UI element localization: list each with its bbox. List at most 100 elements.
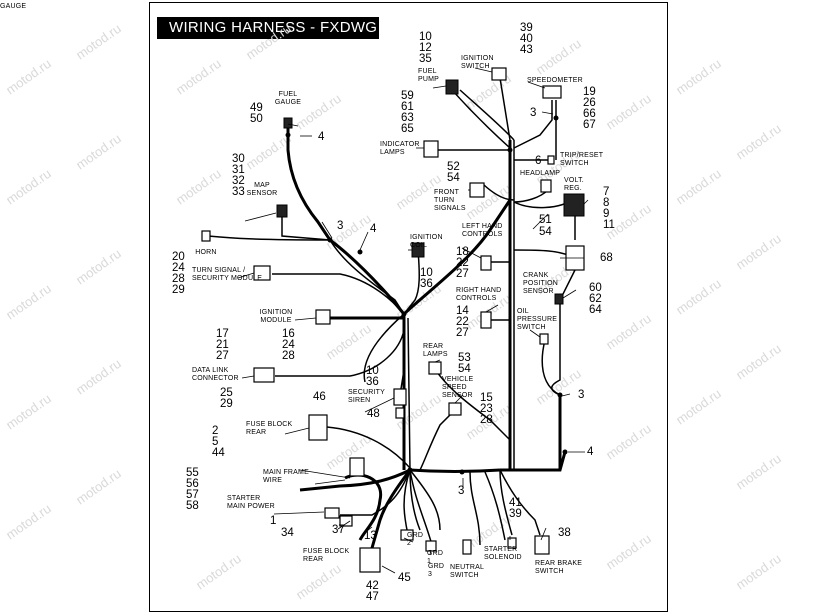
turn-signal-module-label: SECURITY MODULE: [192, 275, 262, 282]
rear-lamps-label: LAMPS: [423, 351, 448, 358]
watermark-text: motod.ru: [3, 281, 54, 323]
map-sensor-ref-number: 31: [232, 164, 245, 176]
harness-wire: [281, 212, 331, 241]
turn-signal-module-ref-number: 24: [172, 262, 185, 274]
harness-labels: FUELGAUGEGAUGE4950MAPSENSOR30313233HORNT…: [0, 3, 615, 603]
trip-reset-switch-label: TRIP/RESET: [560, 152, 604, 159]
harness-wire: [499, 77, 511, 141]
grd-1-label: 1: [427, 558, 431, 565]
leader-line: [403, 537, 414, 543]
leader-line: [429, 549, 432, 556]
main-frame-wire-label: WIRE: [263, 477, 282, 484]
fuel-gauge-ref-number: 49: [250, 102, 263, 114]
main-frame-13-connector: [339, 515, 353, 527]
data-link-connector-ref-number: 21: [216, 339, 229, 351]
ignition-module-connector: [315, 309, 331, 325]
right-hand-controls-ref-number: 14: [456, 305, 469, 317]
ignition-switch-connector: [491, 67, 507, 81]
watermark-text: motod.ru: [243, 21, 294, 63]
fuse-block-rear-upper-label: FUSE BLOCK: [246, 421, 292, 428]
harness-wire: [513, 100, 553, 149]
harness-wire: [363, 313, 405, 383]
horn-label: HORN: [195, 249, 216, 256]
map-sensor-label: MAP: [254, 182, 270, 189]
indicator-lamps-ref-number: 61: [401, 101, 414, 113]
main-frame-wire-ref-number: 58: [186, 500, 199, 512]
fuse-block-rear-upper-ref-number: 2: [212, 425, 218, 437]
harness-wire: [469, 471, 481, 546]
security-siren-label: SECURITY: [348, 389, 385, 396]
fuse-block-rear-lower-label: FUSE BLOCK: [303, 548, 349, 555]
grd-3-label: GRD: [428, 563, 444, 570]
watermark-text: motod.ru: [3, 56, 54, 98]
security-siren-ref-number: 10: [366, 365, 379, 377]
right-hand-controls-label: RIGHT HAND: [456, 287, 501, 294]
data-link-connector-ref-number: 27: [216, 350, 229, 362]
front-turn-signals-ref-number: 52: [447, 161, 460, 173]
vehicle-speed-sensor-ref-number: 23: [480, 403, 493, 415]
oil-pressure-switch-body: [539, 333, 549, 345]
map-sensor-ref-number: 30: [232, 153, 245, 165]
leader-line: [454, 394, 464, 404]
leader-line: [321, 221, 333, 239]
watermark-text: motod.ru: [73, 131, 124, 173]
watermark-text: motod.ru: [173, 166, 224, 208]
right-hand-controls-body: [480, 311, 492, 329]
indicator-lamps-connector: [423, 140, 439, 158]
harness-wire: [409, 469, 421, 531]
map-sensor-ref-number: 32: [232, 175, 245, 187]
data-link-connector-ref-number: 17: [216, 328, 229, 340]
leader-line: [583, 199, 589, 205]
watermark-text: motod.ru: [73, 21, 124, 63]
watermark-text: motod.ru: [193, 551, 244, 593]
vehicle-speed-sensor-label: SENSOR: [442, 392, 473, 399]
harness-wire: [409, 469, 441, 531]
volt-reg-ref-number: 9: [603, 208, 609, 220]
fuel-pump-label: FUEL: [418, 68, 437, 75]
speedometer-ref-number: 67: [583, 119, 596, 131]
neutral-switch-label: NEUTRAL: [450, 564, 484, 571]
harness-wire: [409, 469, 433, 546]
watermark-text: motod.ru: [733, 121, 784, 163]
leader-line: [361, 526, 373, 536]
harness-clip: [557, 392, 563, 398]
leader-line: [474, 67, 493, 73]
volt-reg-body: [563, 193, 585, 217]
harness-clip: [357, 249, 363, 255]
starter-main-power-ref-number: 34: [281, 527, 294, 539]
diagram-title: WIRING HARNESS - FXDWG: [157, 17, 379, 39]
harness-wire: [419, 407, 458, 471]
watermark-text: motod.ru: [673, 386, 724, 428]
leader-line: [381, 565, 396, 574]
clip-callout-number: 4: [318, 131, 325, 143]
starter-solenoid-ref-number: 41: [509, 497, 522, 509]
crank-position-sensor-body: [554, 293, 564, 305]
harness-wire: [370, 469, 412, 549]
watermark-text: motod.ru: [603, 311, 654, 353]
map-sensor-label: SENSOR: [247, 190, 278, 197]
watermark-text: motod.ru: [733, 231, 784, 273]
rear-lamps-ref-number: 54: [458, 363, 471, 375]
oil-pressure-switch-label: SWITCH: [517, 324, 546, 331]
map-sensor-connector: [276, 204, 288, 218]
speedometer-label: SPEEDOMETER: [527, 77, 583, 84]
clip-callout-number: 3: [458, 485, 464, 497]
front-turn-signals-label: FRONT: [434, 189, 460, 196]
fuel-pump-connector: [445, 79, 459, 95]
clip-callout-number: 4: [587, 446, 594, 458]
watermark-text: motod.ru: [603, 91, 654, 133]
fuel-gauge-ref-number: 50: [250, 113, 263, 125]
left-hand-controls-ref-number: 18: [456, 246, 469, 258]
crank-position-sensor-label: POSITION: [523, 280, 558, 287]
rear-lamps-label: REAR: [423, 343, 443, 350]
left-hand-controls-label: CONTROLS: [462, 231, 503, 238]
fuse-block-rear-upper-ref-number: 5: [212, 436, 218, 448]
watermark-text: motod.ru: [533, 366, 584, 408]
ignition-switch-label: SWITCH: [461, 63, 490, 70]
ignition-switch-ref-number: 40: [520, 33, 533, 45]
vehicle-speed-sensor-ref-number: 15: [480, 392, 493, 404]
ignition-switch-ref-number: 39: [520, 22, 533, 34]
harness-wire: [329, 239, 405, 315]
diagram-frame: [149, 2, 668, 612]
